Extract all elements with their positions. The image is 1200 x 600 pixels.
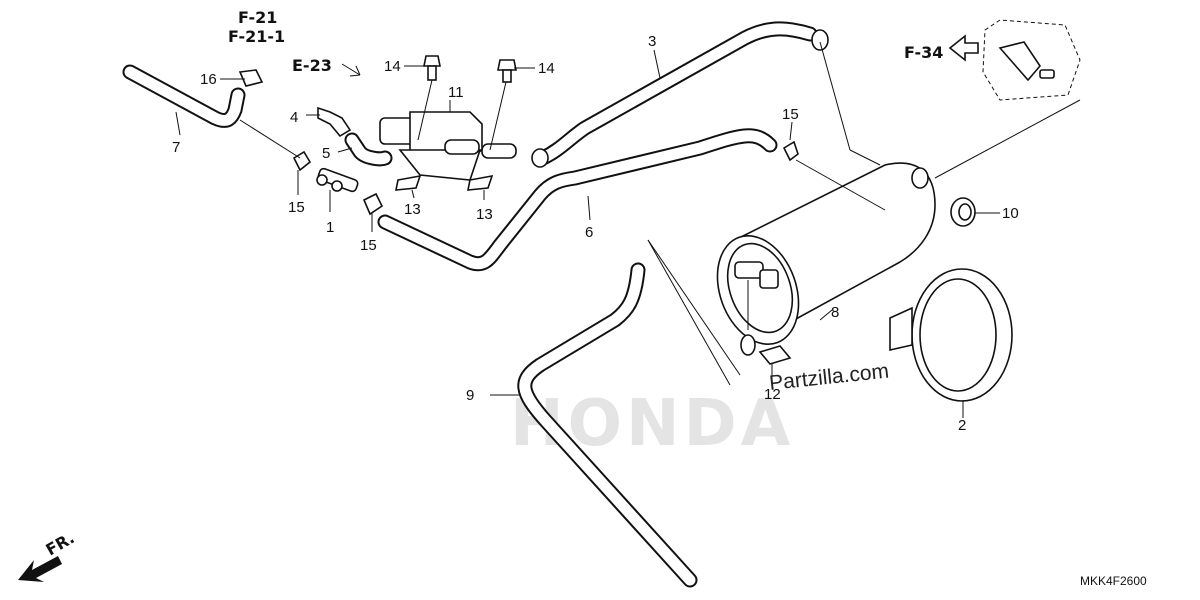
part-8-canister[interactable] xyxy=(703,162,936,356)
callout-15-b: 15 xyxy=(360,237,377,254)
callout-15-a: 15 xyxy=(288,199,305,216)
part-11-solenoid-valve[interactable] xyxy=(379,111,517,181)
part-10-cap[interactable] xyxy=(950,197,976,227)
part-14-bolt-b[interactable] xyxy=(497,59,517,83)
callout-11: 11 xyxy=(448,84,464,101)
callout-2: 2 xyxy=(958,417,966,434)
callout-8: 8 xyxy=(831,304,839,321)
part-9-hose[interactable] xyxy=(517,262,698,588)
part-15-clip-a[interactable] xyxy=(292,150,312,172)
callout-13-b: 13 xyxy=(476,206,493,223)
callout-12: 12 xyxy=(764,386,781,403)
part-13-bracket-a[interactable] xyxy=(395,174,422,191)
part-16-clip[interactable] xyxy=(238,69,264,87)
callout-14-a: 14 xyxy=(384,58,401,75)
diagram-code: MKK4F2600 xyxy=(1080,574,1147,588)
callout-7: 7 xyxy=(172,139,180,156)
part-1-joint[interactable] xyxy=(316,167,359,193)
callout-13-a: 13 xyxy=(404,201,421,218)
f34-inset xyxy=(982,19,1081,101)
leader-lines xyxy=(175,41,1081,418)
part-6-hose[interactable] xyxy=(377,128,778,272)
ref-f21: F-21 xyxy=(238,8,277,27)
part-13-bracket-b[interactable] xyxy=(467,174,494,191)
callout-14-b: 14 xyxy=(538,60,555,77)
front-label: FR. xyxy=(43,528,78,559)
callout-3: 3 xyxy=(648,33,656,50)
ref-e23: E-23 xyxy=(292,56,332,75)
f34-arrow-icon xyxy=(948,34,979,62)
callout-1: 1 xyxy=(326,219,334,236)
part-4-joint[interactable] xyxy=(317,106,352,138)
part-12-bracket[interactable] xyxy=(758,345,792,365)
part-5-hose[interactable] xyxy=(344,132,393,167)
callout-6: 6 xyxy=(585,224,593,241)
callout-10: 10 xyxy=(1002,205,1019,222)
part-15-clip-b[interactable] xyxy=(362,192,384,216)
watermark-text: Partzilla.com xyxy=(768,360,890,395)
callout-4: 4 xyxy=(290,109,298,126)
front-arrow-icon xyxy=(18,556,62,582)
part-3-hose[interactable] xyxy=(531,21,829,168)
e23-arrow-icon xyxy=(341,63,361,77)
callout-9: 9 xyxy=(466,387,474,404)
ref-f34: F-34 xyxy=(904,43,943,62)
part-2-band[interactable] xyxy=(889,268,1013,402)
part-14-bolt-a[interactable] xyxy=(423,55,441,81)
callout-16: 16 xyxy=(200,71,217,88)
part-7-hose[interactable] xyxy=(122,64,246,128)
part-15-clip-c[interactable] xyxy=(782,140,799,162)
ref-f21-1: F-21-1 xyxy=(228,27,285,46)
callout-15-c: 15 xyxy=(782,106,799,123)
callout-5: 5 xyxy=(322,145,330,162)
